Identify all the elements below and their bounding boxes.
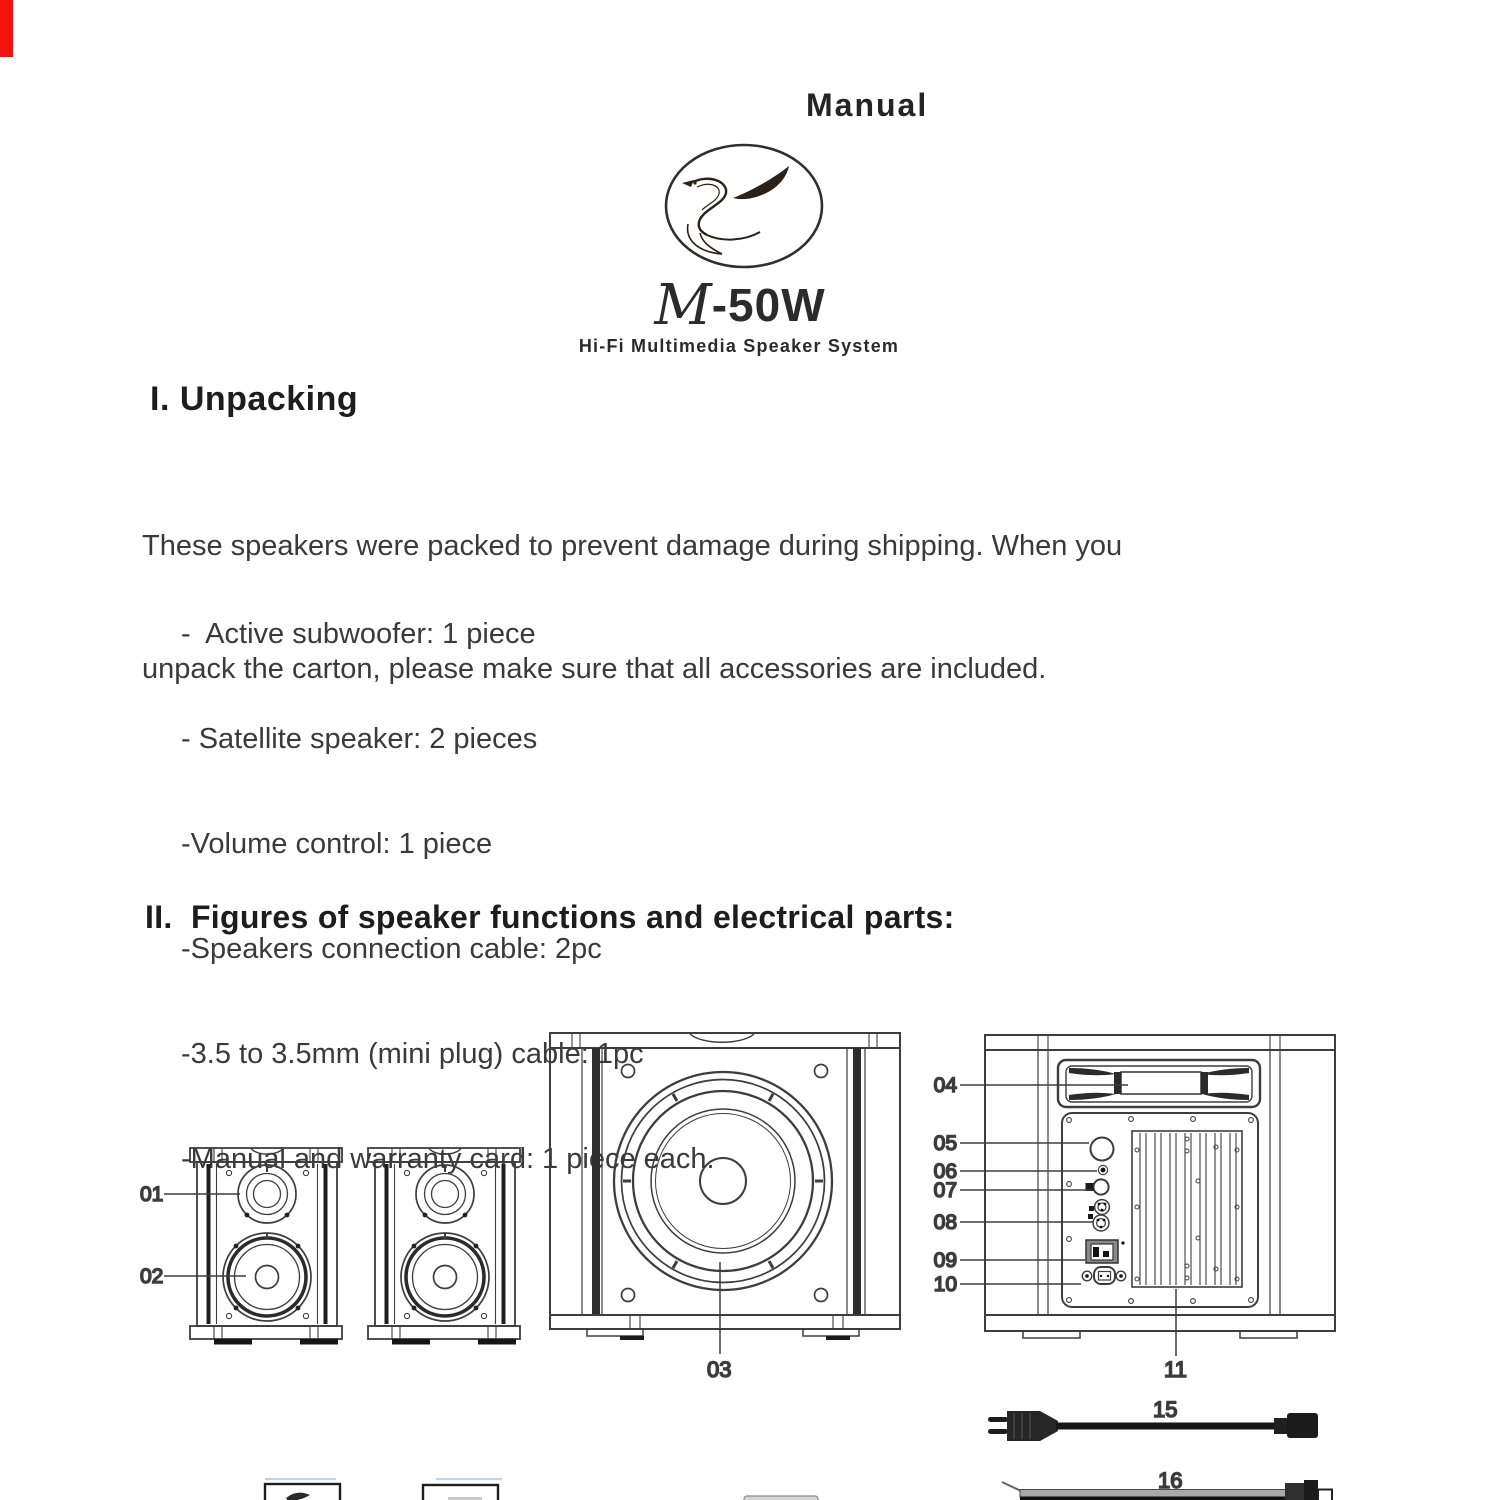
input-jack xyxy=(1085,1178,1110,1196)
brand-tagline: Hi-Fi Multimedia Speaker System xyxy=(578,336,900,356)
ac-power-inlet xyxy=(1085,1239,1125,1264)
fuse-connector xyxy=(1081,1266,1127,1285)
audio-cable: 16 xyxy=(1001,1467,1333,1500)
volume-control-edge xyxy=(743,1495,819,1500)
label-11: 11 xyxy=(1164,1357,1187,1382)
page-title: Manual xyxy=(806,87,929,123)
volume-knob xyxy=(1089,1136,1115,1162)
output-connectors xyxy=(1088,1198,1111,1232)
section2-heading: II. Figures of speaker functions and ele… xyxy=(145,899,955,935)
model-letter-m: M xyxy=(654,273,712,338)
swan-neck xyxy=(692,177,728,237)
heatsink xyxy=(1131,1130,1243,1288)
subwoofer-front xyxy=(549,1032,901,1340)
back-panel-plate xyxy=(1061,1112,1259,1308)
label-07: 07 xyxy=(934,1179,957,1202)
label-03: 03 xyxy=(707,1357,731,1382)
section1-body: These speakers were packed to prevent da… xyxy=(142,444,1122,772)
label-05: 05 xyxy=(934,1132,957,1155)
body-line2: unpack the carton, please make sure that… xyxy=(142,653,1047,685)
accessory-box-cards xyxy=(263,1478,819,1500)
label-08: 08 xyxy=(934,1211,957,1234)
label-15: 15 xyxy=(1153,1397,1177,1422)
mini-swan-glyph xyxy=(286,1492,310,1500)
label-06: 06 xyxy=(934,1160,957,1183)
logo-circle xyxy=(664,143,824,269)
list-item: -Volume control: 1 piece xyxy=(181,828,493,860)
label-02: 02 xyxy=(140,1265,163,1288)
label-04: 04 xyxy=(934,1074,958,1097)
swan-logo xyxy=(664,143,824,269)
swan-neck-inner xyxy=(696,183,720,211)
list-item: - Satellite speaker: 2 pieces xyxy=(181,723,538,755)
model-name: M-50W xyxy=(560,273,920,338)
subwoofer-driver xyxy=(612,1070,834,1292)
woofer xyxy=(222,1232,312,1322)
swan-wing xyxy=(733,166,789,200)
body-line1: These speakers were packed to prevent da… xyxy=(142,530,1123,562)
swan-beak xyxy=(682,180,694,187)
subwoofer-back xyxy=(984,1034,1336,1339)
model-suffix: -50W xyxy=(711,279,826,331)
list-item: - Active subwoofer: 1 piece xyxy=(181,618,536,650)
section1-heading: I. Unpacking xyxy=(150,380,359,418)
tweeter xyxy=(237,1164,297,1224)
satellite-speaker xyxy=(189,1147,343,1345)
bass-port xyxy=(1056,1058,1262,1109)
power-cable: 15 xyxy=(988,1396,1318,1441)
list-item: -Speakers connection cable: 2pc xyxy=(181,933,602,965)
satellite-speaker-2 xyxy=(366,1146,522,1347)
label-09: 09 xyxy=(934,1249,957,1272)
red-edge-mark xyxy=(0,0,13,57)
swan-belly xyxy=(706,231,761,241)
figure-diagram: 01 02 xyxy=(139,1032,1336,1500)
swan-tail-curve xyxy=(686,223,723,255)
label-10: 10 xyxy=(934,1273,957,1296)
power-led xyxy=(1097,1164,1109,1176)
label-01: 01 xyxy=(140,1183,163,1206)
